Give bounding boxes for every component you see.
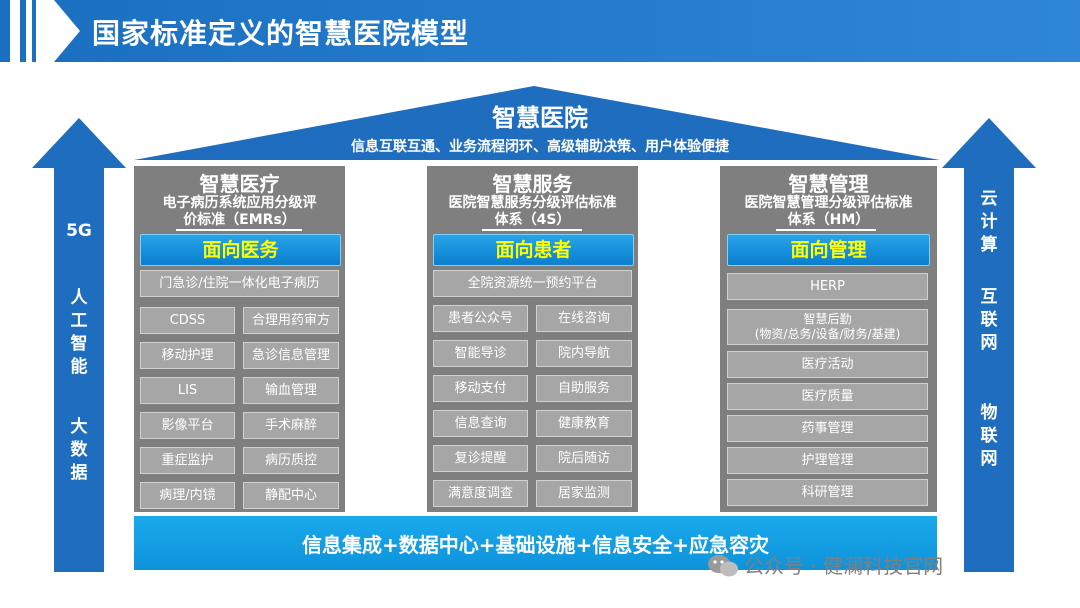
pillar-subtitle: 电子病历系统应用分级评 价标准（EMRs） <box>134 195 345 229</box>
face-badge: 面向管理 <box>727 234 930 266</box>
right-arrow-char: 联 <box>980 426 998 446</box>
left-arrow-label: 大 数 据 <box>54 416 104 485</box>
roof-title: 智慧医院 <box>492 104 588 132</box>
right-arrow-shape <box>942 118 1036 572</box>
list-item: 医疗质量 <box>727 383 928 410</box>
list-item: 病历质控 <box>243 447 339 474</box>
list-item: 居家监测 <box>536 480 632 507</box>
roof-subtitle: 信息互联互通、业务流程闭环、高级辅助决策、用户体验便捷 <box>351 139 729 155</box>
list-item: 满意度调查 <box>433 480 528 507</box>
left-arrow-char: 据 <box>70 463 88 483</box>
right-arrow-label: 物 联 网 <box>964 402 1014 471</box>
list-item: 病理/内镜 <box>140 482 235 509</box>
left-arrow-label: 人 工 智 能 <box>54 287 104 379</box>
foundation-bar: 信息集成+数据中心+基础设施+信息安全+应急容灾 <box>134 516 937 570</box>
list-item: 医疗活动 <box>727 351 928 378</box>
pillar-subtitle-line: 电子病历系统应用分级评 <box>162 195 317 211</box>
left-arrow-char: 能 <box>70 357 88 377</box>
header-stripe <box>10 0 20 62</box>
pillar-title: 智慧管理 <box>788 172 869 196</box>
header-stripe <box>26 0 32 62</box>
list-item: 门急诊/住院一体化电子病历 <box>140 270 339 297</box>
left-arrow-char: 人 <box>70 288 88 308</box>
list-item: 健康教育 <box>536 410 632 437</box>
list-item: 院后随访 <box>536 445 632 472</box>
list-item: 移动护理 <box>140 342 235 369</box>
list-item: 智慧后勤 (物资/总务/设备/财务/基建) <box>727 309 928 345</box>
right-arrow-char: 网 <box>980 333 998 353</box>
pillar-title: 智慧医疗 <box>199 172 280 196</box>
list-item: 静配中心 <box>243 482 339 509</box>
list-item-line: 智慧后勤 <box>803 312 852 326</box>
right-arrow-char: 计 <box>980 212 998 232</box>
right-arrow-char: 联 <box>980 310 998 330</box>
pillar-underline <box>482 229 582 231</box>
list-item: 移动支付 <box>433 375 528 402</box>
list-item: 自助服务 <box>536 375 632 402</box>
pillar-underline <box>776 229 876 231</box>
wechat-icon <box>708 555 738 577</box>
left-arrow-label-5g: 5G <box>66 221 92 241</box>
foundation-label: 信息集成+数据中心+基础设施+信息安全+应急容灾 <box>301 532 770 557</box>
watermark-text: 公众号 · 健澜科技官网 <box>744 554 944 578</box>
face-badge: 面向患者 <box>433 234 634 266</box>
list-item: 信息查询 <box>433 410 528 437</box>
list-item: 影像平台 <box>140 412 235 439</box>
list-item: 院内导航 <box>536 340 632 367</box>
list-item: 全院资源统一预约平台 <box>433 270 632 297</box>
right-arrow-char: 云 <box>980 189 998 209</box>
list-item: 科研管理 <box>727 479 928 506</box>
right-arrow-char: 网 <box>980 449 998 469</box>
list-item: 护理管理 <box>727 447 928 474</box>
right-arrow-char: 物 <box>980 403 998 423</box>
roof-shape <box>134 86 940 160</box>
right-arrow-char: 互 <box>980 287 998 307</box>
page-title: 国家标准定义的智慧医院模型 <box>92 17 470 50</box>
pillar-subtitle-line: 医院智慧管理分级评估标准 <box>744 195 913 211</box>
pillar-title: 智慧服务 <box>492 172 573 196</box>
list-item-line: (物资/总务/设备/财务/基建) <box>754 327 901 341</box>
pillar-subtitle: 医院智慧服务分级评估标准 体系（4S） <box>427 195 638 229</box>
pillar-subtitle-line: 体系（HM） <box>787 212 870 228</box>
list-item: 输血管理 <box>243 377 339 404</box>
list-item: 复诊提醒 <box>433 445 528 472</box>
header-chevron-icon <box>36 0 80 62</box>
right-arrow-label: 互 联 网 <box>964 286 1014 355</box>
header-bar <box>0 0 1080 62</box>
list-item: CDSS <box>140 307 235 334</box>
list-item: 合理用药审方 <box>243 307 339 334</box>
pillar-subtitle-line: 体系（4S） <box>494 212 571 228</box>
list-item: 智能导诊 <box>433 340 528 367</box>
pillar-subtitle-line: 医院智慧服务分级评估标准 <box>448 195 617 211</box>
left-arrow-char: 大 <box>70 417 88 437</box>
list-item: 药事管理 <box>727 415 928 442</box>
left-arrow-char: 智 <box>70 334 88 354</box>
list-item: 重症监护 <box>140 447 235 474</box>
pillar-underline <box>176 229 302 231</box>
right-arrow-char: 算 <box>980 235 998 255</box>
pillar-subtitle-line: 价标准（EMRs） <box>183 212 296 228</box>
face-badge: 面向医务 <box>140 234 341 266</box>
left-arrow-char: 工 <box>70 311 88 331</box>
list-item: HERP <box>727 273 928 300</box>
right-arrow-label: 云 计 算 <box>964 188 1014 257</box>
pillar-subtitle: 医院智慧管理分级评估标准 体系（HM） <box>720 195 937 229</box>
list-item: 急诊信息管理 <box>243 342 339 369</box>
list-item: 手术麻醉 <box>243 412 339 439</box>
list-item: 患者公众号 <box>433 305 528 332</box>
left-arrow-shape <box>32 118 126 572</box>
list-item: LIS <box>140 377 235 404</box>
left-arrow-char: 数 <box>70 440 88 460</box>
list-item: 在线咨询 <box>536 305 632 332</box>
